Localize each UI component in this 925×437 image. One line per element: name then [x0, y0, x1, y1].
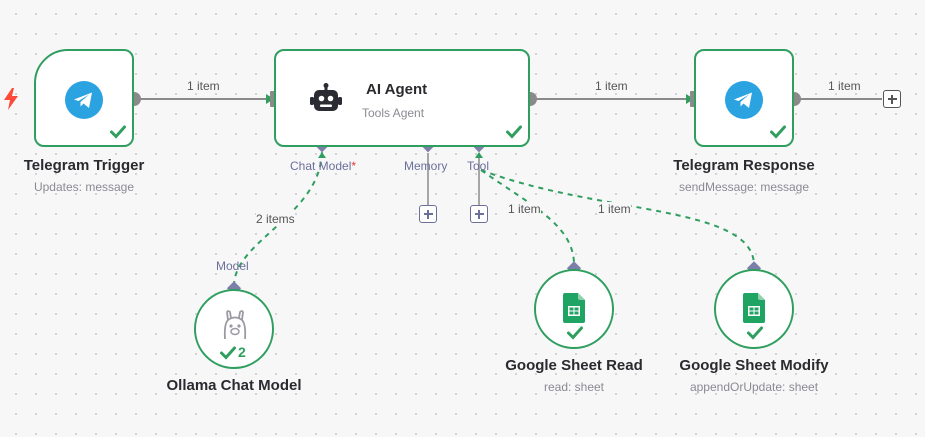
required-marker: * [351, 159, 357, 173]
node-title: Telegram Response [673, 157, 815, 174]
telegram-trigger-node[interactable] [34, 49, 134, 147]
ollama-chat-model-node[interactable]: 2 [194, 289, 274, 369]
connection-tool-to-sheet-read[interactable] [480, 169, 576, 267]
ollama-llama-icon [221, 309, 249, 341]
google-sheet-modify-node[interactable] [714, 269, 794, 349]
port-label-model: Model [216, 259, 249, 273]
connection-tool-to-sheet-modify[interactable] [480, 169, 756, 267]
node-title: AI Agent [366, 81, 428, 98]
edge-label-item-count: 1 item [598, 202, 631, 216]
edge-label-item-count: 1 item [508, 202, 541, 216]
node-subtitle: read: sheet [543, 380, 605, 394]
port-arrow [475, 152, 483, 158]
checkmark-icon [567, 326, 583, 345]
telegram-icon [725, 81, 763, 119]
connection-model-to-agent[interactable] [233, 149, 323, 287]
edge-label-item-count: 1 item [187, 79, 220, 93]
google-sheets-icon [743, 293, 765, 323]
node-subtitle: Updates: message [33, 180, 135, 194]
port-label-tool: Tool [467, 159, 490, 173]
node-title: Google Sheet Read [505, 357, 643, 374]
node-subtitle: appendOrUpdate: sheet [689, 380, 819, 394]
node-title: Ollama Chat Model [166, 377, 302, 394]
checkmark-icon [220, 346, 236, 365]
port-label-memory: Memory [404, 159, 448, 173]
checkmark-icon [770, 125, 786, 144]
robot-icon [310, 83, 342, 115]
telegram-response-node[interactable] [694, 49, 794, 147]
lightning-bolt-icon [3, 88, 19, 110]
node-title: Google Sheet Modify [679, 357, 829, 374]
telegram-icon [65, 81, 103, 119]
google-sheet-read-node[interactable] [534, 269, 614, 349]
node-subtitle: Tools Agent [362, 106, 425, 120]
run-count-badge: 2 [238, 344, 246, 360]
checkmark-icon [747, 326, 763, 345]
port-label-chat-model: Chat Model* [290, 159, 356, 173]
edge-label-item-count: 1 item [828, 79, 861, 93]
port-arrow [318, 152, 326, 158]
node-title: Telegram Trigger [23, 157, 145, 174]
google-sheets-icon [563, 293, 585, 323]
edge-label-item-count: 2 items [256, 212, 295, 226]
add-tool-button[interactable] [470, 205, 488, 223]
checkmark-icon [110, 125, 126, 144]
edge-label-item-count: 1 item [595, 79, 628, 93]
checkmark-icon [506, 125, 522, 144]
add-memory-button[interactable] [419, 205, 437, 223]
node-subtitle: sendMessage: message [678, 180, 810, 194]
port-label-text: Chat Model [290, 159, 352, 173]
ai-agent-node[interactable]: AI Agent Tools Agent [274, 49, 530, 147]
add-node-button[interactable] [883, 90, 901, 108]
